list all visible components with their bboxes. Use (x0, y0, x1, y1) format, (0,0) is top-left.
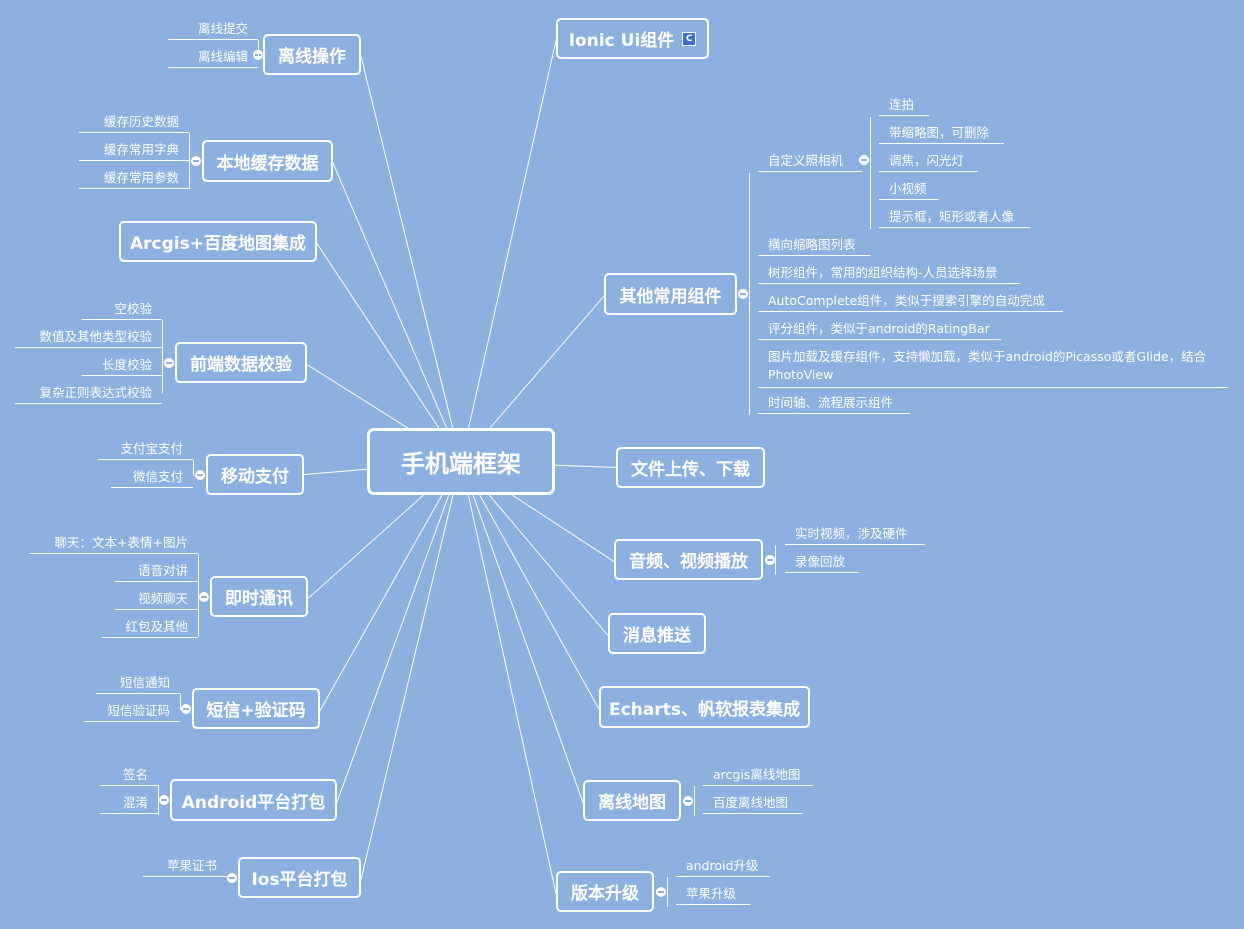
subtopic[interactable]: 横向缩略图列表 (758, 234, 870, 256)
subtopic[interactable]: 红包及其他 (102, 616, 198, 638)
subtopic[interactable]: 缓存常用参数 (79, 167, 189, 189)
collapse-toggle[interactable] (683, 796, 693, 806)
topic-ionic-label: Ionic Ui组件 (568, 31, 675, 51)
topic-offline-ops[interactable]: 离线操作 (263, 34, 361, 75)
subtopic[interactable]: 空校验 (82, 298, 162, 320)
topic-ionic[interactable]: Ionic Ui组件 C (556, 18, 709, 59)
subtopic[interactable]: 短信验证码 (84, 700, 180, 722)
collapse-toggle[interactable] (159, 795, 169, 805)
connector-line (460, 461, 584, 803)
topic-ios-pack[interactable]: Ios平台打包 (238, 857, 361, 898)
topic-arcgis[interactable]: Arcgis+百度地图集成 (119, 221, 317, 262)
subtopic[interactable]: 离线提交 (168, 18, 258, 40)
subtopic[interactable]: 苹果升级 (676, 883, 750, 905)
collapse-toggle[interactable] (181, 704, 191, 714)
subtopic[interactable]: 视频聊天 (115, 588, 198, 610)
topic-media[interactable]: 音频、视频播放 (614, 539, 763, 580)
c-badge-icon[interactable]: C (682, 31, 697, 46)
subtopic[interactable]: AutoComplete组件，类似于搜索引擎的自动完成 (758, 290, 1063, 312)
topic-payment[interactable]: 移动支付 (206, 454, 304, 495)
topic-android-pack[interactable]: Android平台打包 (170, 779, 337, 821)
topic-sms[interactable]: 短信+验证码 (192, 688, 320, 729)
subtopic[interactable]: 时间轴、流程展示组件 (758, 392, 910, 414)
connector-line (316, 243, 462, 462)
subtopic[interactable]: 签名 (100, 764, 158, 786)
collapse-toggle[interactable] (738, 289, 748, 299)
topic-validation[interactable]: 前端数据校验 (175, 342, 307, 383)
connector-line (460, 461, 557, 894)
subtopic[interactable]: android升级 (676, 855, 770, 877)
subtopic[interactable]: 苹果证书 (143, 855, 227, 877)
subtopic[interactable]: 离线编辑 (168, 46, 258, 68)
topic-echarts[interactable]: Echarts、帆软报表集成 (599, 686, 810, 728)
subtopic[interactable]: 混淆 (100, 792, 158, 814)
root-topic[interactable]: 手机端框架 (367, 428, 555, 495)
subtopic[interactable]: 提示框，矩形或者人像 (879, 206, 1030, 228)
subtopic-camera[interactable]: 自定义照相机 (758, 150, 862, 172)
collapse-toggle[interactable] (199, 592, 209, 602)
connector-line (336, 461, 462, 803)
subtopic[interactable]: 短信通知 (96, 672, 180, 694)
subtopic[interactable]: 复杂正则表达式校验 (15, 382, 162, 404)
subtopic[interactable]: arcgis离线地图 (703, 764, 813, 786)
subtopic[interactable]: 百度离线地图 (703, 792, 803, 814)
subtopic[interactable]: 长度校验 (82, 354, 162, 376)
subtopic[interactable]: 连拍 (879, 94, 929, 116)
subtopic[interactable]: 树形组件，常用的组织结构-人员选择场景 (758, 262, 1020, 284)
topic-offline-map[interactable]: 离线地图 (583, 780, 681, 821)
collapse-toggle[interactable] (859, 155, 869, 165)
connector-line (319, 461, 462, 711)
connector-line (460, 461, 600, 710)
collapse-toggle[interactable] (656, 887, 666, 897)
subtopic[interactable]: 带缩略图，可删除 (879, 122, 1004, 144)
connector-line (360, 56, 462, 462)
subtopic[interactable]: 实时视频，涉及硬件 (785, 523, 925, 545)
collapse-toggle[interactable] (195, 470, 205, 480)
subtopic[interactable]: 微信支付 (111, 466, 193, 488)
collapse-toggle[interactable] (765, 555, 775, 565)
subtopic[interactable]: 聊天：文本+表情+图片 (30, 532, 198, 554)
connector-line (332, 162, 462, 462)
collapse-toggle[interactable] (164, 358, 174, 368)
subtopic[interactable]: 小视频 (879, 178, 939, 200)
subtopic[interactable]: 缓存历史数据 (79, 111, 189, 133)
subtopic[interactable]: 支付宝支付 (98, 438, 193, 460)
collapse-toggle[interactable] (191, 156, 201, 166)
connector-line (360, 461, 462, 880)
subtopic[interactable]: 录像回放 (785, 551, 859, 573)
subtopic[interactable]: 调焦，闪光灯 (879, 150, 978, 172)
topic-local-cache[interactable]: 本地缓存数据 (202, 140, 333, 182)
subtopic[interactable]: 数值及其他类型校验 (15, 326, 162, 348)
topic-file[interactable]: 文件上传、下载 (616, 447, 765, 488)
subtopic[interactable]: 语音对讲 (115, 560, 198, 582)
topic-im[interactable]: 即时通讯 (210, 576, 308, 617)
topic-common[interactable]: 其他常用组件 (604, 273, 737, 315)
connector-line (460, 40, 557, 462)
topic-upgrade[interactable]: 版本升级 (556, 871, 654, 912)
subtopic[interactable]: 图片加载及缓存组件，支持懒加载，类似于android的Picasso或者Glid… (758, 346, 1228, 388)
topic-push[interactable]: 消息推送 (608, 613, 706, 654)
collapse-toggle[interactable] (227, 873, 237, 883)
subtopic[interactable]: 缓存常用字典 (79, 139, 189, 161)
subtopic[interactable]: 评分组件，类似于android的RatingBar (758, 318, 1001, 340)
